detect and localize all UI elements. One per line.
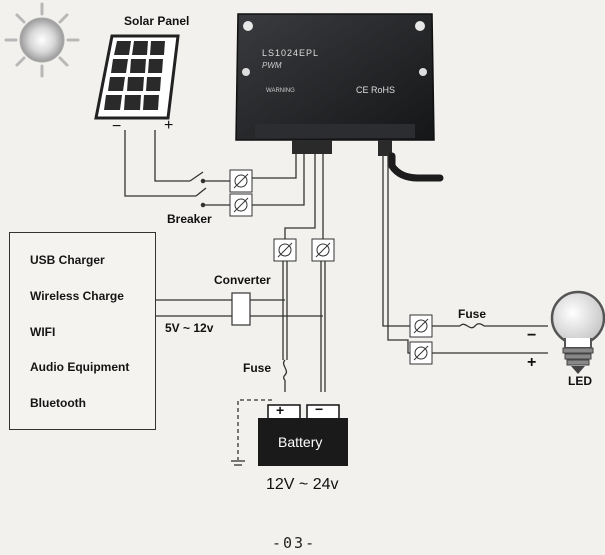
led-bulb-icon <box>550 290 605 374</box>
breaker-terminal-block <box>229 169 253 217</box>
battery-fuse-label: Fuse <box>243 361 272 375</box>
ground-icon <box>231 460 245 466</box>
breaker-label: Breaker <box>167 212 212 226</box>
page-number: -03- <box>272 534 317 552</box>
controller-cert: CE RoHS <box>356 85 396 95</box>
solar-panel-icon <box>94 34 180 120</box>
device-list-box: USB Charger Wireless Charge WIFI Audio E… <box>9 232 156 430</box>
controller-type: PWM <box>262 61 282 70</box>
breaker-switch-icon <box>189 171 207 208</box>
battery-terminal-block <box>273 238 335 262</box>
wire-group <box>124 130 548 460</box>
controller-model: LS1024EPL <box>262 48 320 58</box>
battery-voltage-label: 12V ~ 24v <box>266 476 339 493</box>
converter-label: Converter <box>214 273 271 287</box>
device-item-wifi: WIFI <box>30 325 56 339</box>
charge-controller <box>235 13 435 156</box>
battery-plus-label: + <box>276 402 285 418</box>
led-label: LED <box>568 374 592 388</box>
battery-minus-label: − <box>315 401 324 417</box>
load-fuse-icon <box>459 323 485 329</box>
solar-panel-label: Solar Panel <box>124 14 190 28</box>
panel-minus-label: − <box>112 118 122 135</box>
device-item-wireless-charge: Wireless Charge <box>30 289 124 303</box>
battery <box>258 404 348 466</box>
battery-label: Battery <box>278 434 323 450</box>
battery-fuse-icon <box>282 359 288 381</box>
converter-range-label: 5V ~ 12v <box>165 321 214 335</box>
load-terminal-block <box>409 314 433 365</box>
led-plus-label: + <box>527 354 537 371</box>
sun-icon <box>4 2 80 78</box>
device-item-audio-equipment: Audio Equipment <box>30 360 130 374</box>
load-fuse-label: Fuse <box>458 307 487 321</box>
panel-plus-label: + <box>164 117 174 134</box>
device-item-usb-charger: USB Charger <box>30 253 105 267</box>
output-cable <box>388 152 444 182</box>
converter-box <box>231 292 251 326</box>
controller-warning: WARNING <box>266 88 295 94</box>
device-item-bluetooth: Bluetooth <box>30 396 86 410</box>
led-minus-label: − <box>527 327 537 344</box>
